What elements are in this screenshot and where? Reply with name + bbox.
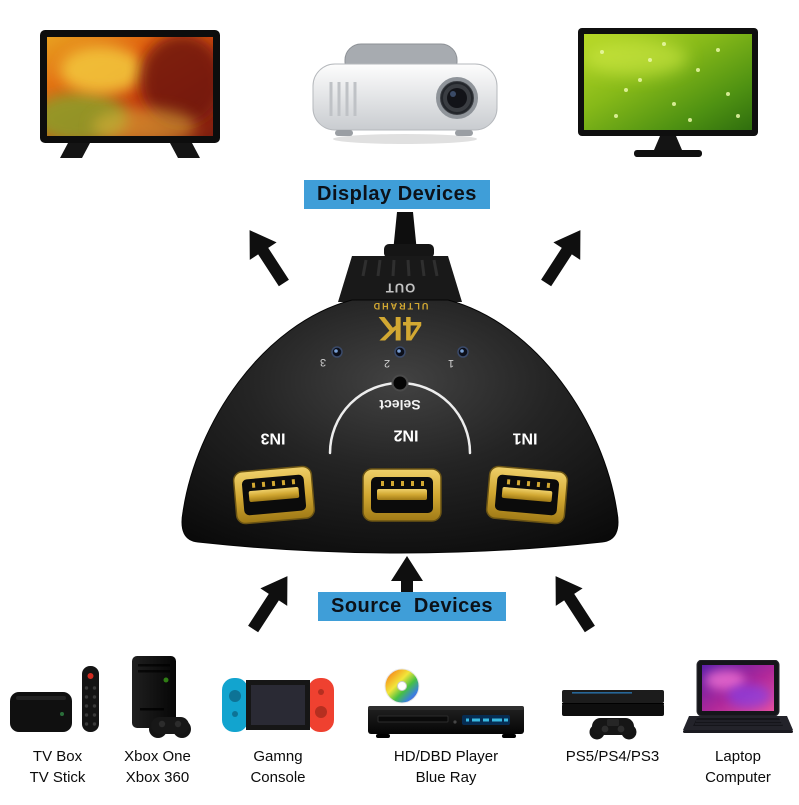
tv-leg-right bbox=[170, 143, 200, 158]
tvbox-caption: TV Box TV Stick bbox=[29, 748, 86, 786]
source-device-gaming-console: Gamng Console bbox=[213, 655, 343, 788]
xbox-caption: Xbox One Xbox 360 bbox=[124, 748, 191, 786]
console-bottom-slab bbox=[561, 704, 664, 716]
indicator-leds bbox=[331, 346, 469, 358]
playstation-icon bbox=[561, 690, 664, 740]
disc-tray bbox=[377, 715, 449, 723]
projector-foot-right bbox=[455, 130, 473, 136]
laptop-icon bbox=[683, 660, 793, 733]
port-label-in2: IN2 bbox=[393, 427, 418, 444]
arrow-to-tv-orange bbox=[235, 221, 298, 293]
switch-illustration bbox=[222, 655, 334, 740]
playstation-illustration bbox=[558, 655, 668, 740]
led-label-2: 2 bbox=[384, 357, 390, 369]
game-console-icon bbox=[222, 678, 334, 732]
source-device-tvbox: TV Box TV Stick bbox=[0, 655, 115, 788]
laptop-keyboard bbox=[693, 718, 783, 726]
neck-ridges bbox=[361, 259, 439, 277]
tv-screen-art bbox=[47, 37, 213, 136]
projector-foot-left bbox=[335, 130, 353, 136]
select-label: Select bbox=[379, 397, 421, 413]
playstation-caption: PS5/PS4/PS3 bbox=[565, 748, 660, 765]
hdmi-port-in3[interactable] bbox=[232, 465, 316, 525]
projector-lens-inner-ring bbox=[441, 82, 473, 114]
out-label: OUT bbox=[385, 281, 415, 296]
xbox-icon bbox=[131, 656, 191, 738]
projector-lens-glint bbox=[450, 91, 456, 97]
dvd-player-icon bbox=[368, 668, 524, 738]
source-device-playstation: PS5/PS4/PS3 bbox=[545, 655, 680, 767]
led-label-1: 1 bbox=[448, 357, 454, 369]
cable-collar bbox=[384, 244, 434, 258]
xbox-controller-icon bbox=[148, 717, 191, 738]
4k-logo: 4K bbox=[378, 309, 422, 347]
arrow-to-tv-green bbox=[531, 221, 594, 293]
laptop-illustration bbox=[683, 655, 793, 740]
tv-green bbox=[578, 28, 758, 157]
gaming-console-caption: Gamng Console bbox=[250, 748, 306, 786]
projector-shadow bbox=[333, 134, 477, 144]
joycon-left bbox=[222, 678, 248, 732]
tv-screen-art bbox=[584, 40, 740, 122]
tv-leg-left bbox=[60, 143, 90, 158]
tv-stand bbox=[654, 136, 682, 150]
tvbox-icon bbox=[9, 666, 99, 732]
tv-orange bbox=[40, 30, 220, 158]
projector-vents bbox=[329, 82, 357, 116]
arrow-from-sources-left bbox=[238, 567, 301, 639]
ultrahd-logo: ULTRAHD bbox=[372, 301, 429, 311]
arrow-from-sources-middle bbox=[390, 556, 424, 620]
xbox-illustration bbox=[118, 655, 198, 740]
source-device-dvd-player: HD/DBD Player Blue Ray bbox=[368, 655, 524, 788]
dvd-illustration bbox=[368, 655, 524, 740]
hdmi-switcher: OUT ULTRAHD 4K 3 2 1 Select IN3 IN2 IN1 bbox=[181, 212, 619, 554]
source-device-xbox: Xbox One Xbox 360 bbox=[100, 655, 215, 788]
laptop-caption: Laptop Computer bbox=[705, 748, 771, 786]
port-label-in1: IN1 bbox=[512, 430, 537, 447]
arrow-from-sources-right bbox=[541, 567, 604, 639]
port-label-in3: IN3 bbox=[260, 430, 285, 447]
hdmi-port-in2[interactable] bbox=[362, 468, 442, 522]
joycon-right bbox=[308, 678, 334, 732]
led-label-3: 3 bbox=[320, 356, 326, 368]
dvd-player-caption: HD/DBD Player Blue Ray bbox=[393, 748, 499, 786]
hdmi-output-cable bbox=[393, 212, 417, 252]
source-device-laptop: Laptop Computer bbox=[678, 655, 798, 788]
source-devices-label: Source Devices bbox=[318, 592, 507, 621]
switcher-neck bbox=[338, 256, 462, 302]
projector bbox=[312, 43, 498, 144]
tvbox-illustration bbox=[9, 655, 106, 740]
console-top-slab bbox=[561, 690, 664, 703]
display-devices-label: Display Devices bbox=[304, 180, 490, 209]
hdmi-port-in1[interactable] bbox=[485, 465, 569, 525]
tv-base bbox=[634, 150, 702, 157]
select-button[interactable] bbox=[391, 374, 409, 392]
projector-lens bbox=[447, 88, 467, 108]
ps-controller-icon bbox=[589, 718, 636, 740]
